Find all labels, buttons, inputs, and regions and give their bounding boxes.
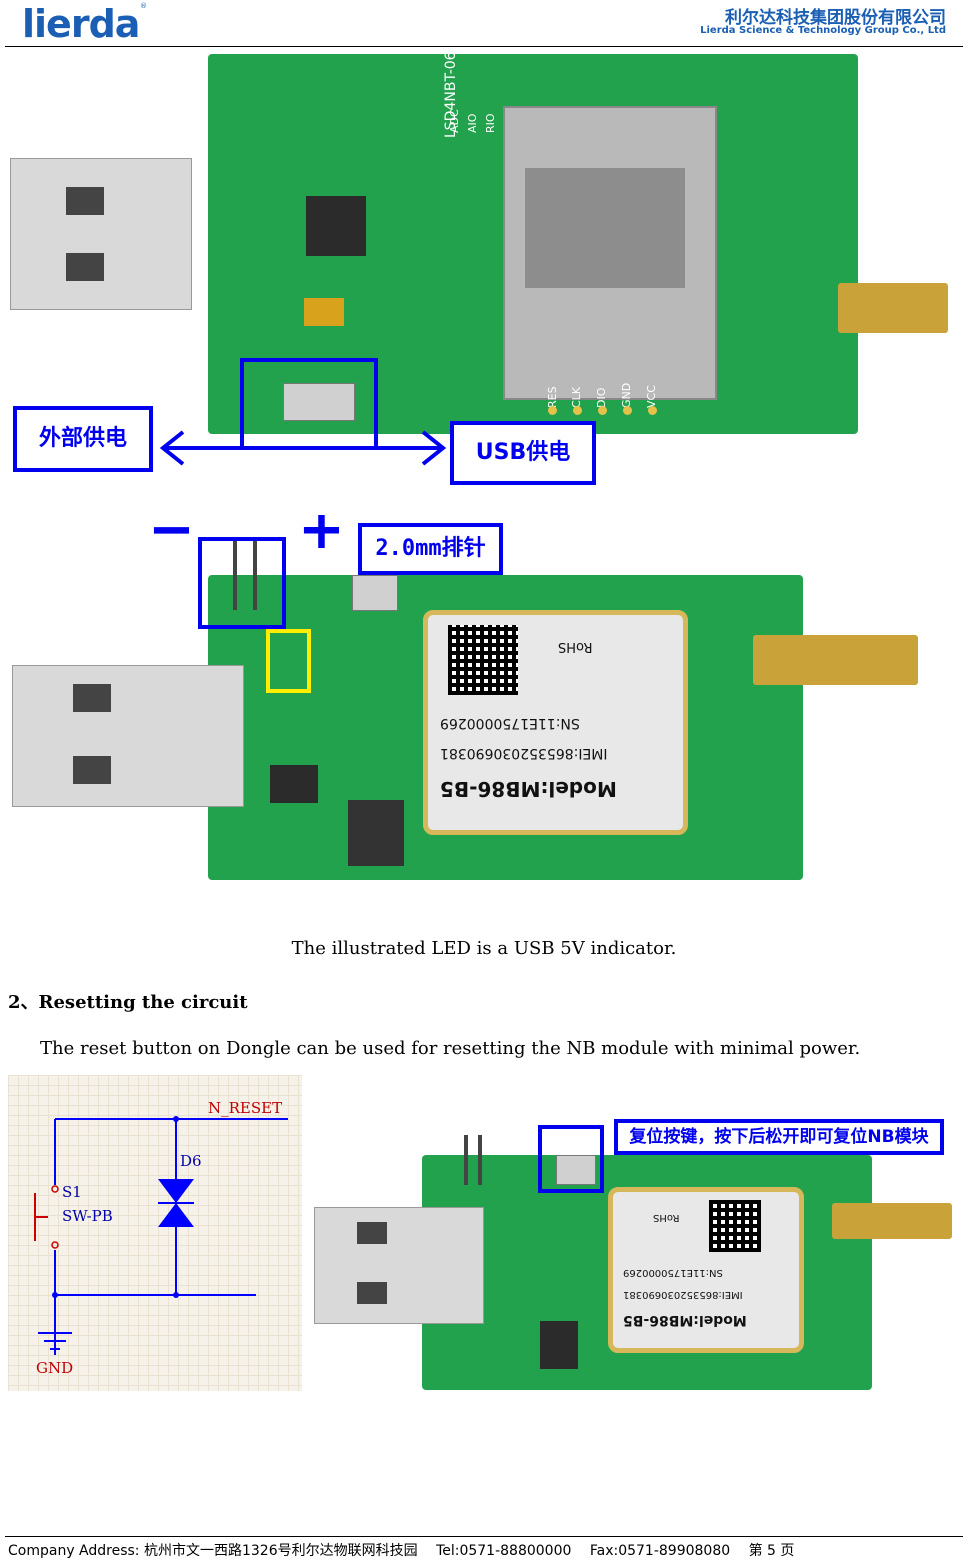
usb-plug: [10, 158, 192, 310]
plus-sign: +: [298, 515, 345, 562]
module-model-text: Model:MB86-B5: [623, 1312, 747, 1328]
module-rohs-text: RoHS: [653, 1212, 680, 1223]
usb-power-callout: USB供电: [450, 421, 596, 485]
switch-type-label: SW-PB: [62, 1207, 113, 1225]
section-heading: 2、Resetting the circuit: [8, 992, 248, 1013]
dongle-power-photo: LSD4NBT-0611-04D2_V01 ADC AIO RIO RES CL…: [8, 48, 963, 500]
company-name-en: Lierda Science & Technology Group Co., L…: [700, 25, 946, 36]
minus-sign: −: [148, 515, 195, 562]
power-select-switch: [283, 383, 355, 421]
dongle-reset-photo: RoHS SN:11E1750000269 IMEI:8653520306903…: [312, 1115, 954, 1391]
page-header: lierda ® 利尔达科技集团股份有限公司 Lierda Science & …: [0, 0, 968, 46]
nb-module: RoHS SN:11E1750000269 IMEI:8653520306903…: [608, 1187, 804, 1353]
module-imei-text: IMEI:865352030690381: [623, 1289, 743, 1300]
reset-button-callout: 复位按键，按下后松开即可复位NB模块: [614, 1119, 944, 1155]
tantalum-capacitor: [304, 298, 344, 326]
reset-button-highlight-box: [538, 1125, 604, 1193]
dip-switch: [348, 800, 404, 866]
company-logo: lierda: [22, 2, 140, 46]
fax: Fax:0571-89908080: [589, 1543, 731, 1559]
pin-label-clk: CLK: [570, 386, 583, 408]
label-aio: AIO: [466, 113, 479, 133]
qr-code: [709, 1200, 761, 1252]
module-model-text: Model:MB86-B5: [440, 777, 617, 801]
ground-label: GND: [36, 1359, 74, 1377]
company-name-cn: 利尔达科技集团股份有限公司: [725, 8, 946, 28]
dongle-led-photo: RoHS SN:11E1750000269 IMEI:8653520306903…: [8, 515, 923, 905]
nb-module: RoHS SN:11E1750000269 IMEI:8653520306903…: [423, 610, 688, 835]
module-imei-text: IMEI:865352030690381: [440, 745, 608, 761]
sma-antenna-connector: [832, 1203, 952, 1239]
usb-chip: [270, 765, 318, 803]
company-address: Company Address: 杭州市文一西路1326号利尔达物联网科技园: [8, 1543, 418, 1559]
net-label-n-reset: N_RESET: [208, 1099, 283, 1117]
power-switch: [352, 575, 398, 611]
figure-caption: The illustrated LED is a USB 5V indicato…: [291, 938, 677, 959]
reset-circuit-schematic: N_RESET D6 S1 SW-PB GND: [8, 1075, 302, 1391]
pin-label-gnd: GND: [620, 382, 633, 408]
pin-label-vcc: VCC: [645, 385, 658, 408]
logo-registered-mark: ®: [140, 2, 147, 10]
module-sn-text: SN:11E1750000269: [623, 1267, 723, 1278]
pin-label-res: RES: [546, 386, 559, 408]
page-footer: Company Address: 杭州市文一西路1326号利尔达物联网科技园 T…: [8, 1540, 963, 1560]
usb-plug: [314, 1207, 484, 1324]
telephone: Tel:0571-88800000: [436, 1543, 572, 1559]
sma-antenna-connector: [838, 283, 948, 333]
header-divider: [5, 46, 963, 47]
footer-divider: [5, 1536, 963, 1537]
module-sn-text: SN:11E1750000269: [440, 715, 580, 731]
sma-antenna-connector: [753, 635, 918, 685]
dip-switch: [540, 1321, 578, 1369]
pin-header-highlight-box: [198, 537, 286, 629]
reset-button: [556, 1155, 596, 1185]
led-highlight-box: [266, 629, 311, 693]
mcu-chip: [306, 196, 366, 256]
label-adc: ADC: [448, 109, 461, 133]
external-power-callout: 外部供电: [13, 406, 153, 472]
usb-plug: [12, 665, 244, 807]
pin-label-dio: DIO: [595, 387, 608, 408]
label-rio: RIO: [484, 113, 497, 133]
qr-code: [448, 625, 518, 695]
arrow-icon: [159, 430, 447, 466]
module-rohs-text: RoHS: [558, 639, 593, 654]
page-number: 第 5 页: [748, 1543, 795, 1559]
section-paragraph: The reset button on Dongle can be used f…: [40, 1038, 861, 1059]
switch-ref-label: S1: [62, 1183, 82, 1201]
schematic-wiring: [34, 1116, 288, 1355]
sim-card-holder: [503, 106, 717, 400]
pin-header-callout: 2.0mm排针: [358, 523, 503, 575]
diode-ref-label: D6: [180, 1152, 202, 1170]
